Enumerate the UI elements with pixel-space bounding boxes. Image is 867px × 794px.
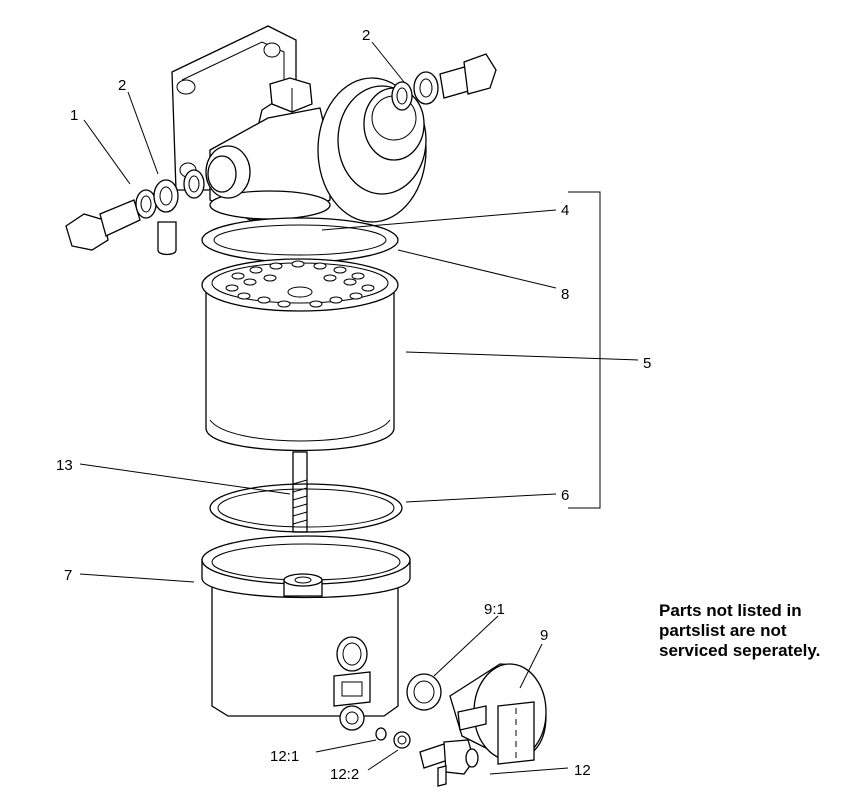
callout-13: 13: [56, 457, 73, 474]
service-note-line-2: partslist are not: [659, 621, 787, 640]
left-banjo-fitting: [65, 169, 205, 256]
callout-5: 5: [643, 355, 651, 372]
service-note: Parts not listed in partslist are not se…: [659, 601, 820, 661]
callout-7: 7: [64, 567, 72, 584]
bowl-seal-ring: [209, 483, 403, 533]
callout-2-left: 2: [118, 77, 126, 94]
filter-seal-ring: [201, 217, 399, 263]
callout-labels: 1 2 2 4 8 5 13 6 7 9:1 9 12:1 12:2 12: [56, 27, 651, 783]
leader-lines: [79, 41, 639, 775]
service-note-line-1: Parts not listed in: [659, 601, 802, 620]
callout-8: 8: [561, 286, 569, 303]
callout-9-1: 9:1: [484, 601, 505, 618]
callout-4: 4: [561, 202, 569, 219]
right-banjo-fitting: [391, 53, 497, 111]
filter-head: [171, 25, 427, 223]
callout-12-2: 12:2: [330, 766, 359, 783]
filter-bowl: [201, 535, 411, 731]
filter-cartridge: [201, 258, 399, 452]
center-stud: [292, 451, 308, 533]
callout-6: 6: [561, 487, 569, 504]
callout-2-right: 2: [362, 27, 370, 44]
callout-12-1: 12:1: [270, 748, 299, 765]
drain-plug-parts: [375, 727, 479, 787]
service-note-line-3: serviced seperately.: [659, 641, 821, 660]
callout-12: 12: [574, 762, 591, 779]
water-sensor: [449, 663, 547, 765]
cartridge-holes: [225, 260, 375, 308]
callout-9: 9: [540, 627, 548, 644]
sensor-washer: [406, 673, 442, 711]
callout-1: 1: [70, 107, 78, 124]
